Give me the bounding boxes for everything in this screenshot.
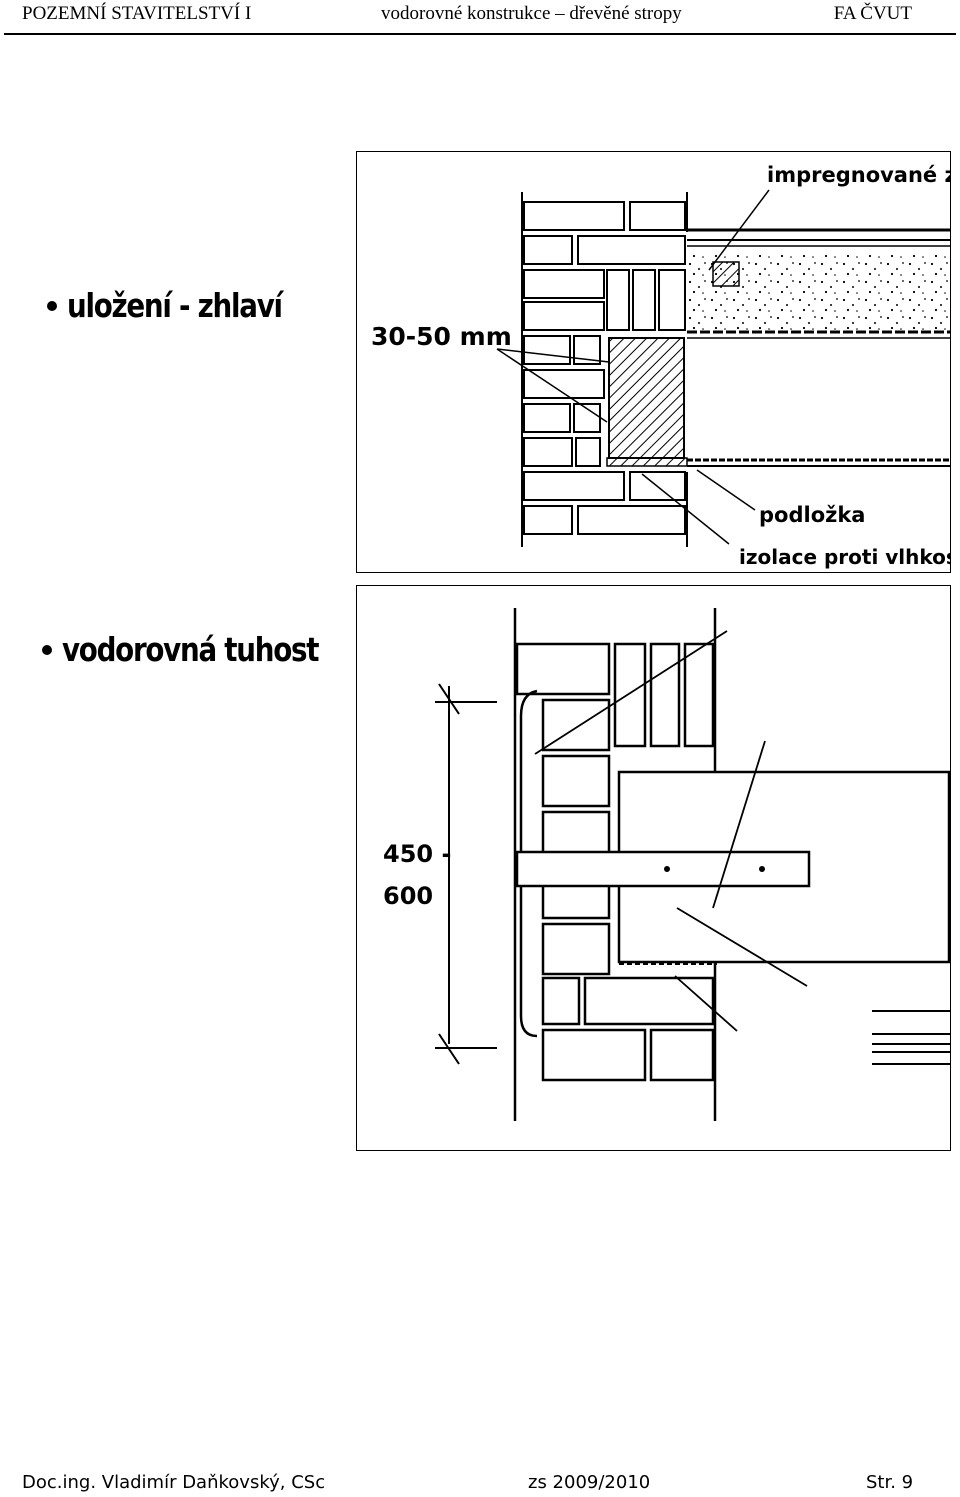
beam-bearing-drawing: impregnované zhl 30-50 mm podložka izola…	[371, 163, 950, 569]
anchor-drawing: 450 - 600	[383, 608, 950, 1121]
label-impregnovane: impregnované zhl	[767, 163, 950, 187]
bullet-vodorovna-tuhost: vodorovná tuhost	[42, 630, 367, 669]
figure-beam-bearing: impregnované zhl 30-50 mm podložka izola…	[356, 151, 951, 573]
bullet-text: vodorovná tuhost	[62, 630, 319, 669]
steel-anchor	[515, 850, 811, 888]
dimension-label-line2: 600	[383, 882, 433, 910]
page-header: POZEMNÍ STAVITELSTVÍ I vodorovné konstru…	[0, 0, 960, 34]
bullet-icon	[42, 644, 52, 655]
leader-lines	[496, 189, 770, 545]
label-podlozka: podložka	[759, 503, 865, 527]
anchor-bolt	[664, 866, 670, 872]
label-30-50-mm: 30-50 mm	[371, 322, 512, 351]
label-izolace: izolace proti vlhkosti	[739, 545, 950, 569]
anchor-bolt	[759, 866, 765, 872]
header-topic: vodorovné konstrukce – dřevěné stropy	[381, 3, 682, 24]
header-divider	[4, 33, 956, 35]
dimension-line	[435, 683, 497, 1065]
bullet-text: uložení - zhlaví	[67, 286, 283, 325]
footer-page-number: Str. 9	[866, 1472, 914, 1493]
floor-layers	[619, 963, 950, 1065]
header-course-title: POZEMNÍ STAVITELSTVÍ I	[22, 3, 252, 24]
figure-horizontal-stiffness: 450 - 600	[356, 585, 951, 1151]
dimension-label-line1: 450 -	[383, 840, 451, 868]
timber-beam-end	[608, 337, 685, 459]
leader-lines	[534, 630, 808, 1032]
floor-construction	[606, 228, 950, 467]
header-faculty: FA ČVUT	[833, 3, 912, 24]
bullet-ulozeni: uložení - zhlaví	[47, 286, 323, 325]
footer-term: zs 2009/2010	[528, 1472, 651, 1493]
page-footer: Doc.ing. Vladimír Daňkovský, CSc zs 2009…	[0, 1470, 960, 1497]
bullet-icon	[47, 300, 57, 311]
brick-wall	[521, 192, 688, 547]
footer-author: Doc.ing. Vladimír Daňkovský, CSc	[22, 1472, 326, 1493]
